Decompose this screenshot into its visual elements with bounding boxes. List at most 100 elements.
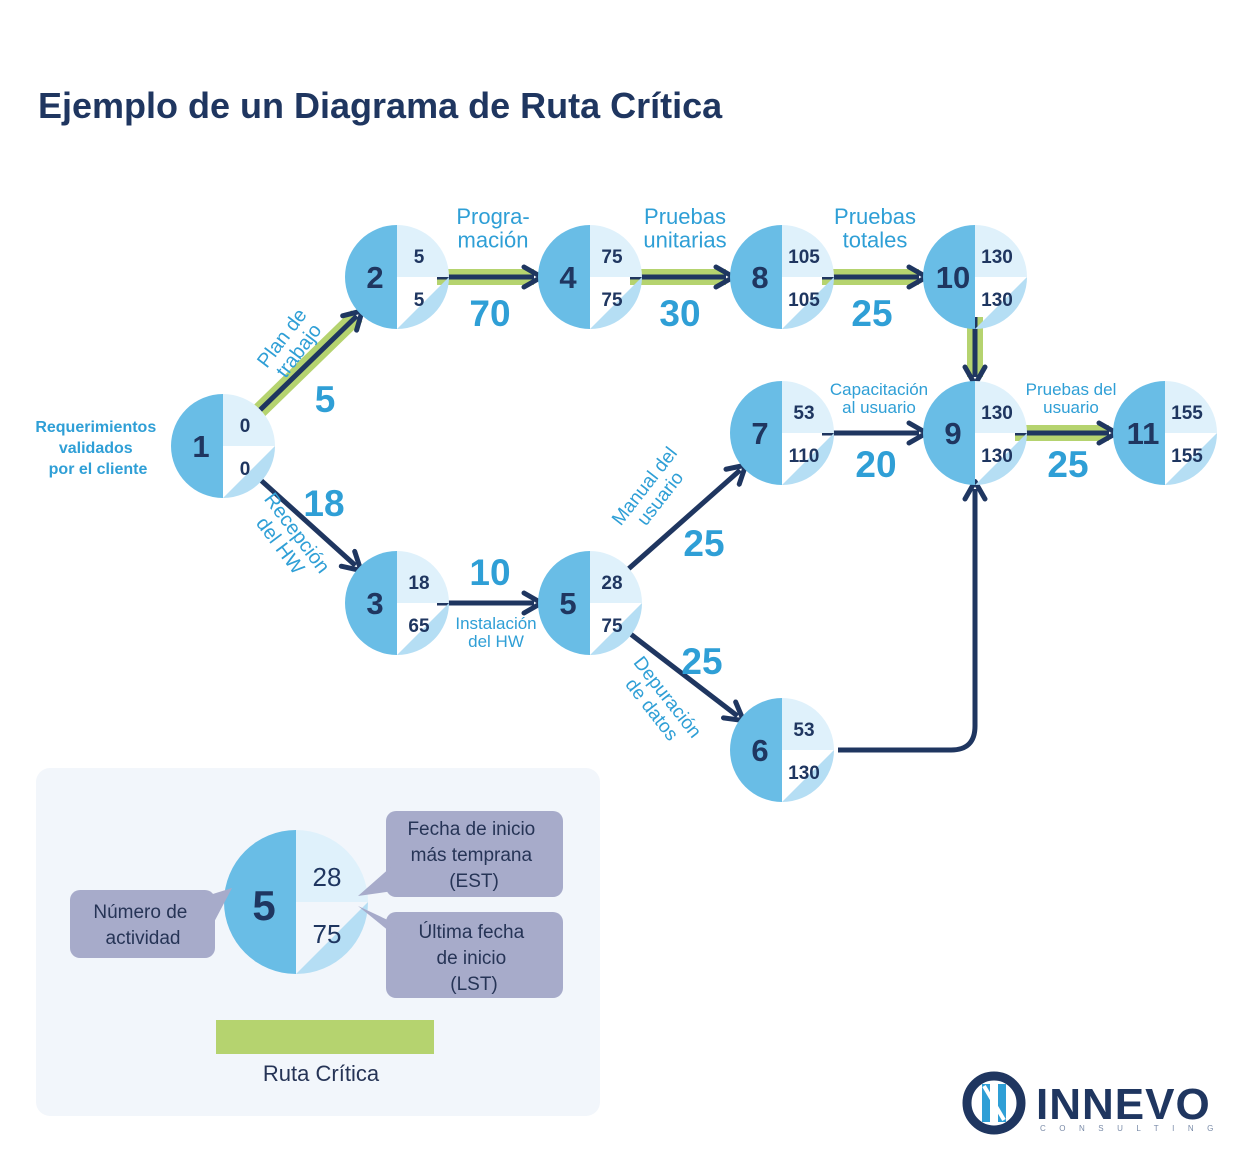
node-lst: 130 xyxy=(788,763,820,784)
node-lst: 105 xyxy=(788,290,820,311)
node-number: 2 xyxy=(366,260,383,295)
node-left-half xyxy=(730,698,782,802)
node-est: 75 xyxy=(601,247,623,268)
node-est: 28 xyxy=(601,573,622,594)
callout-est: Fecha de inicio más temprana (EST) xyxy=(358,811,563,897)
node-bottom-right xyxy=(397,277,449,329)
start-label: Requerimientos validados por el cliente xyxy=(35,419,160,478)
node-top-right xyxy=(1165,381,1217,433)
activity-nodes: 1002553186547575528756531307531108105105… xyxy=(171,225,1217,802)
activity-label-2-4: Progra-mación xyxy=(456,204,529,252)
node-number: 9 xyxy=(944,416,961,451)
svg-text:Número de actividad: Número de actividad xyxy=(93,902,192,949)
logo-name: INNEVO xyxy=(1036,1080,1211,1129)
duration-8-10: 25 xyxy=(851,293,892,334)
node-number: 3 xyxy=(366,586,383,621)
node-est: 155 xyxy=(1171,403,1203,424)
node-top-right xyxy=(782,698,834,750)
innevo-logo: INNEVO CONSULTING xyxy=(962,1071,1213,1135)
activity-label-line: del HW xyxy=(468,632,524,651)
callout-lst: Última fecha de inicio (LST) xyxy=(358,906,563,998)
node-left-half xyxy=(1113,381,1165,485)
activity-label-line: Progra- xyxy=(456,204,529,229)
legend-node-left xyxy=(224,830,296,974)
node-top-right xyxy=(975,225,1027,277)
duration-4-8: 30 xyxy=(659,293,700,334)
arrow-5-7 xyxy=(618,462,749,579)
activity-label-1-2: Plan detrabajo xyxy=(253,305,328,385)
legend-critical-swatch xyxy=(216,1020,434,1054)
node-lst: 0 xyxy=(240,459,251,480)
node-bottom-right xyxy=(975,277,1027,329)
node-bottom-right xyxy=(223,446,275,498)
start-label-line: validados xyxy=(59,440,133,457)
activity-label-line: mación xyxy=(458,227,529,252)
node-top-right xyxy=(397,551,449,603)
node-left-half xyxy=(923,381,975,485)
node-left-half xyxy=(171,394,223,498)
node-top-right xyxy=(223,394,275,446)
callout-text: (EST) xyxy=(449,871,499,892)
duration-3-5: 10 xyxy=(469,552,510,593)
legend-node-bottom-right xyxy=(296,902,368,974)
arrow-1-3 xyxy=(251,470,364,574)
legend-critical-label: Ruta Crítica xyxy=(263,1061,380,1086)
duration-5-7: 25 xyxy=(683,523,724,564)
callout-text: Número de xyxy=(93,902,187,923)
duration-7-9: 20 xyxy=(855,444,896,485)
node-number: 10 xyxy=(936,260,970,295)
node-lst: 75 xyxy=(601,290,623,311)
node-lst: 130 xyxy=(981,446,1013,467)
callout-text: Última fecha xyxy=(419,921,525,943)
node-lst: 110 xyxy=(789,446,820,467)
node-top-right xyxy=(975,381,1027,433)
activity-arrows xyxy=(249,264,1119,753)
duration-1-3: 18 xyxy=(303,483,344,524)
node-lst: 155 xyxy=(1171,446,1203,467)
node-left-half xyxy=(923,225,975,329)
legend-node-est: 28 xyxy=(313,862,342,892)
node-est: 0 xyxy=(240,416,251,437)
node-number: 11 xyxy=(1127,416,1160,451)
activity-label-line: Instalación xyxy=(455,614,536,633)
node-number: 8 xyxy=(751,260,768,295)
legend-node-number: 5 xyxy=(252,882,275,929)
node-bottom-right xyxy=(782,433,834,485)
node-left-half xyxy=(538,551,590,655)
node-est: 130 xyxy=(981,403,1013,424)
start-label-line: por el cliente xyxy=(49,461,148,478)
node-number: 6 xyxy=(751,733,768,768)
activity-label-line: Pruebas xyxy=(834,204,916,229)
node-lst: 65 xyxy=(408,616,430,637)
node-est: 53 xyxy=(793,720,814,741)
activity-label-line: totales xyxy=(843,227,908,252)
node-est: 130 xyxy=(981,247,1013,268)
activity-label-line: Pruebas xyxy=(644,204,726,229)
activity-node-6: 6 53 130 xyxy=(730,698,834,802)
callout-text: (LST) xyxy=(450,974,498,995)
node-number: 7 xyxy=(751,416,768,451)
node-left-half xyxy=(538,225,590,329)
legend-example-node: 5 28 75 xyxy=(224,830,368,974)
node-bottom-right xyxy=(397,603,449,655)
node-bottom-right xyxy=(590,603,642,655)
node-bottom-right xyxy=(782,277,834,329)
node-lst: 75 xyxy=(601,616,623,637)
node-bottom-right xyxy=(975,433,1027,485)
activity-node-1: 100 xyxy=(171,394,275,498)
node-est: 53 xyxy=(793,403,814,424)
node-left-half xyxy=(345,551,397,655)
duration-2-4: 70 xyxy=(469,293,510,334)
activity-node-9: 9 130 130 xyxy=(923,381,1027,485)
callout-text: Fecha de inicio xyxy=(407,819,535,840)
node-est: 18 xyxy=(408,573,429,594)
callout-text: actividad xyxy=(106,928,181,949)
